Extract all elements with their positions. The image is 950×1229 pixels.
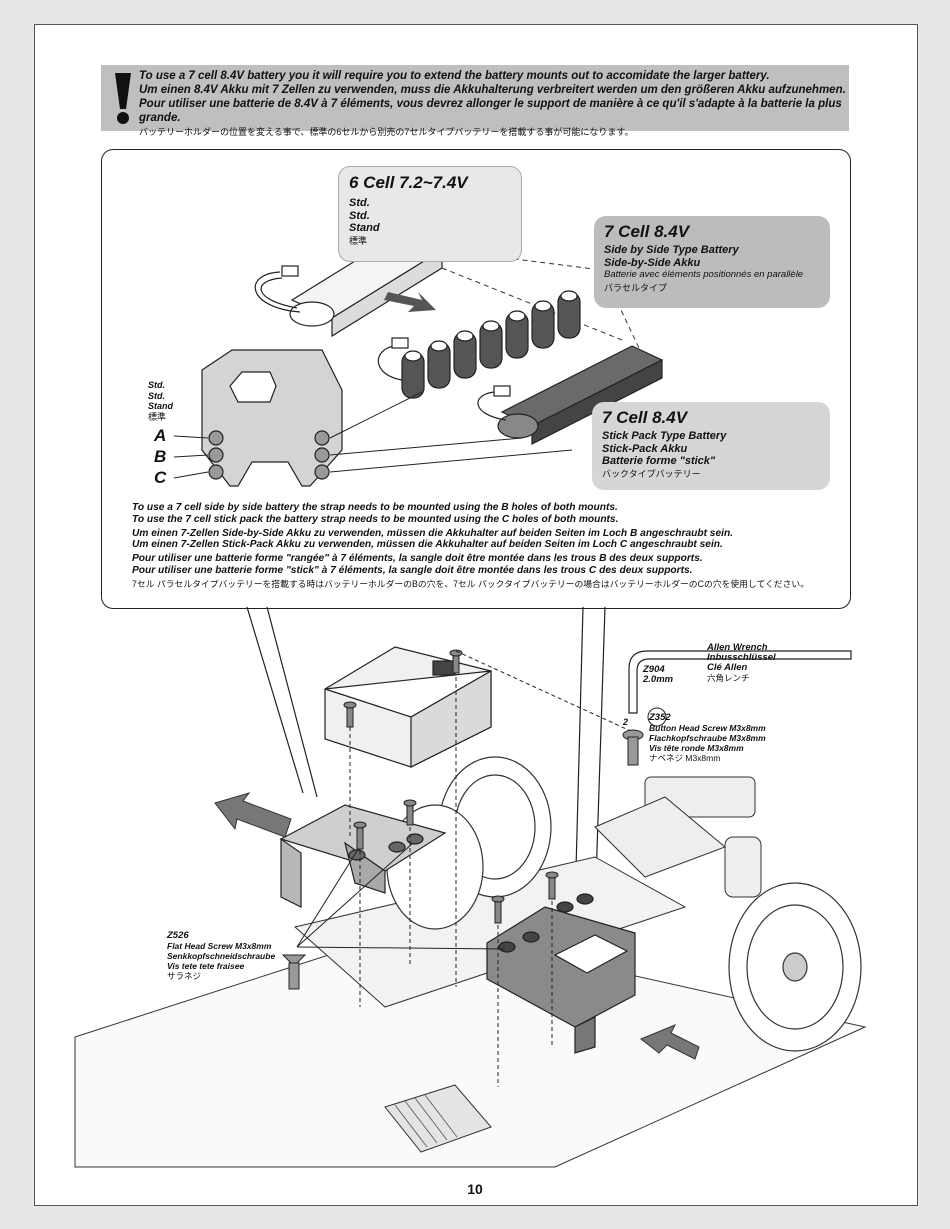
chassis-illustration (74, 607, 867, 1168)
mount-jp: 標準 (148, 411, 167, 422)
battery-mount-plate-icon (201, 349, 343, 487)
instr-en1: To use a 7 cell side by side battery the… (132, 502, 618, 513)
cell7-side-jp: パラセルタイプ (604, 282, 668, 293)
bubble-6cell: 6 Cell 7.2~7.4V Std. Std. Stand 標準 (338, 166, 522, 262)
allen-jp: 六角レンチ (707, 673, 750, 683)
instr-fr2: Pour utiliser une batterie forme "stick"… (132, 564, 693, 576)
esc-box-icon (384, 1084, 492, 1153)
z352-jp: ナベネジ M3x8mm (649, 753, 721, 763)
page-number: 10 (467, 1181, 483, 1197)
battery-illustration (173, 231, 664, 487)
z904-code: Z904 (643, 664, 665, 675)
button-head-screw-icon (622, 729, 644, 766)
allen-de: Inbusschlüssel (707, 652, 776, 663)
hole-label-c: C (154, 468, 167, 487)
cell7-stick-jp: バックタイプバッテリー (602, 468, 701, 479)
flat-head-screw-icon (281, 954, 307, 990)
cell7-stick-en: Stick Pack Type Battery (602, 430, 727, 442)
manual-page: To use a 7 cell 8.4V battery you it will… (34, 24, 918, 1206)
z904-size: 2.0mm (643, 674, 674, 685)
arrow-right-icon (640, 1024, 700, 1060)
wrench-size-badge-icon (647, 707, 667, 727)
mount-std2: Std. (148, 390, 165, 401)
battery-side-by-side-icon (377, 290, 581, 399)
cell7-side-title: 7 Cell 8.4V (604, 222, 690, 241)
instr-de1: Um einen 7-Zellen Side-by-Side Akku zu v… (132, 527, 734, 539)
cell6-std2: Std. (349, 209, 370, 222)
cell6-stand: Stand (349, 222, 380, 234)
right-mount-icon (486, 893, 636, 1054)
allen-en: Allen Wrench (707, 642, 768, 653)
warning-jp: バッテリーホルダーの位置を変える事で、標準の6セルから別売の7セルタイプバッテリ… (139, 127, 634, 137)
cell6-std1: Std. (349, 197, 370, 209)
cell7-stick-fr: Batterie forme "stick" (602, 455, 716, 467)
cell7-stick-de: Stick-Pack Akku (602, 442, 688, 455)
receiver-box-icon (324, 646, 492, 768)
z904-label: Z904 2.0mm (643, 665, 673, 685)
z526-de: Senkkopfschneidschraube (167, 951, 276, 961)
z526-label: Z526 Flat Head Screw M3x8mm Senkkopfschn… (167, 930, 276, 982)
allen-wrench-label: Allen Wrench Inbusschlüssel Clé Allen 六角… (707, 642, 776, 684)
instr-en2: To use the 7 cell stick pack the battery… (132, 513, 619, 525)
z526-en: Flat Head Screw M3x8mm (167, 941, 272, 951)
mount-std1: Std. (148, 380, 165, 390)
z526-jp: サラネジ (167, 971, 202, 981)
z352-label: Z352 Button Head Screw M3x8mm Flachkopfs… (649, 712, 766, 764)
battery-options-panel: 6 Cell 7.2~7.4V Std. Std. Stand 標準 7 Cel… (101, 149, 851, 609)
cell6-jp: 標準 (349, 235, 368, 246)
mount-instructions: To use a 7 cell side by side battery the… (132, 502, 832, 593)
z352-code: Z352 (649, 712, 671, 723)
bubble-7cell-side: 7 Cell 8.4V Side by Side Type Battery Si… (594, 216, 830, 308)
allen-wrench-icon (628, 650, 852, 714)
hole-label-a: A (154, 426, 167, 445)
wrench-size-number: 2 (623, 717, 629, 727)
warning-fr: Pour utiliser une batterie de 8.4V à 7 é… (139, 98, 842, 124)
exclamation-icon (115, 73, 131, 124)
warning-de: Um einen 8.4V Akku mit 7 Zellen zu verwe… (139, 84, 846, 96)
instr-fr1: Pour utiliser une batterie forme "rangée… (132, 553, 703, 564)
cell7-side-de: Side-by-Side Akku (604, 256, 701, 269)
instr-jp: 7セル パラセルタイプバッテリーを搭載する時はバッテリーホルダーのBの穴を、7セ… (132, 578, 809, 589)
cell7-stick-title: 7 Cell 8.4V (602, 408, 688, 427)
cell6-title: 6 Cell 7.2~7.4V (349, 173, 468, 192)
mount-std-label: Std. Std. Stand 標準 (148, 380, 173, 422)
z526-fr: Vis tete tete fraisee (167, 961, 245, 971)
warning-en: To use a 7 cell 8.4V battery you it will… (139, 70, 770, 82)
cell7-side-en: Side by Side Type Battery (604, 244, 739, 256)
battery-stick-pack-icon (477, 345, 664, 445)
bubble-7cell-stick: 7 Cell 8.4V Stick Pack Type Battery Stic… (592, 402, 830, 490)
z526-code: Z526 (167, 930, 189, 941)
cell7-side-fr: Batterie avec éléments positionnés en pa… (604, 269, 804, 280)
arrow-left-icon (214, 792, 292, 838)
warning-box: To use a 7 cell 8.4V battery you it will… (101, 65, 849, 137)
allen-fr: Clé Allen (707, 662, 748, 673)
instr-de2: Um einen 7-Zellen Stick-Pack Akku zu ver… (132, 539, 723, 550)
z352-de: Flachkopfschraube M3x8mm (649, 733, 766, 743)
z352-en: Button Head Screw M3x8mm (649, 723, 766, 733)
mount-stand: Stand (148, 401, 174, 411)
hole-label-b: B (154, 447, 167, 466)
z352-fr: Vis tête ronde M3x8mm (649, 743, 744, 753)
